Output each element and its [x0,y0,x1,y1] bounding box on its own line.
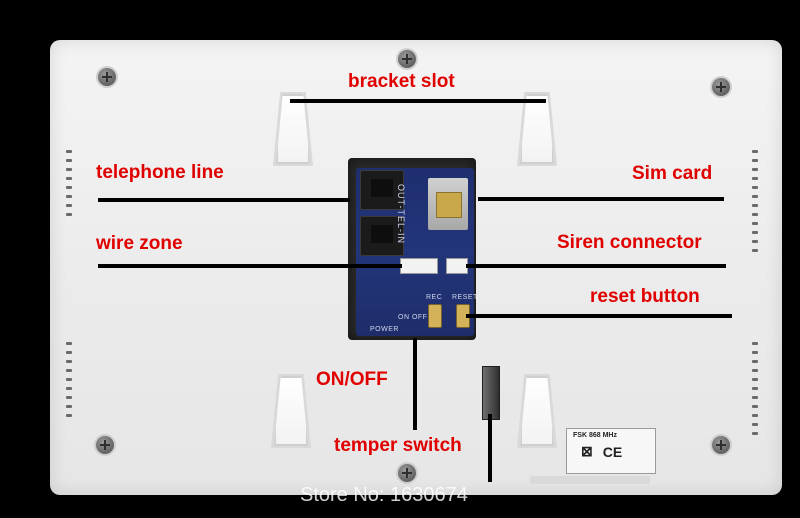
pcb-silk-on-off: ON OFF [398,314,428,321]
label-sim-card: Sim card [632,163,713,184]
on-off-line [413,338,417,430]
bracket-slot-bottom-right [520,376,554,446]
label-wire-zone: wire zone [96,233,183,254]
sim-card-holder [428,178,468,230]
siren-connector-line [466,264,726,268]
reset-button-line [466,314,732,318]
telephone-out-jack [360,170,404,210]
left-vent-bottom [66,342,72,417]
screw-icon [712,436,730,454]
rating-label-plate: FSK 868 MHz ⊠ CE [566,428,656,474]
screw-icon [96,436,114,454]
certification-marks: ⊠ CE [567,439,655,460]
label-bracket-slot: bracket slot [348,71,455,92]
bracket-slot-top-right [520,94,554,164]
wire-zone-line [98,264,402,268]
tamper-switch[interactable] [482,366,500,420]
screw-icon [98,68,116,86]
right-vent-top [752,150,758,252]
telephone-line-line [98,198,350,202]
label-siren-connector: Siren connector [557,232,702,253]
label-reset-button: reset button [590,286,700,307]
ce-mark-icon: CE [602,443,623,460]
pcb-silk-rec: REC [426,294,443,301]
right-vent-bottom [752,342,758,435]
bracket-slot-line [290,99,546,103]
pcb-silk-out-tel-in: OUT-TEL-IN [396,184,406,245]
screw-icon [398,464,416,482]
screw-icon [398,50,416,68]
label-temper-switch: temper switch [334,435,462,456]
bottom-strip [530,476,650,484]
pcb-silk-reset: RESET [452,294,478,301]
pcb-silk-power: POWER [370,326,399,333]
label-telephone-line: telephone line [96,162,224,183]
telephone-in-jack [360,216,404,256]
left-vent-top [66,150,72,216]
store-watermark: Store No: 1630674 [300,484,468,506]
sim-card-line [478,197,724,201]
weee-bin-icon: ⊠ [581,443,593,459]
wire-zone-connector [400,258,438,274]
frequency-text: FSK 868 MHz [573,432,617,439]
rec-button[interactable] [428,304,442,328]
screw-icon [712,78,730,96]
label-on-off: ON/OFF [316,369,388,390]
temper-switch-line [488,414,492,482]
siren-connector [446,258,468,274]
